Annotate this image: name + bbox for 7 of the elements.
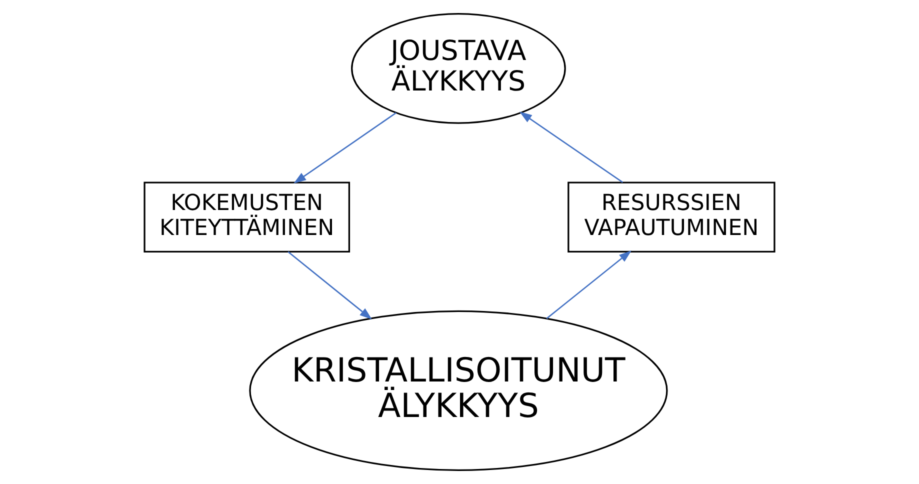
arrow (519, 112, 624, 183)
arrow (288, 251, 372, 320)
node-box: RESURSSIEN VAPAUTUMINEN (568, 182, 776, 253)
node-ellipse: KRISTALLISOITUNUT ÄLYKKYYS (249, 310, 668, 472)
node-box: KOKEMUSTEN KITEYTTÄMINEN (144, 182, 350, 253)
arrow (294, 112, 397, 184)
arrow (546, 250, 632, 320)
